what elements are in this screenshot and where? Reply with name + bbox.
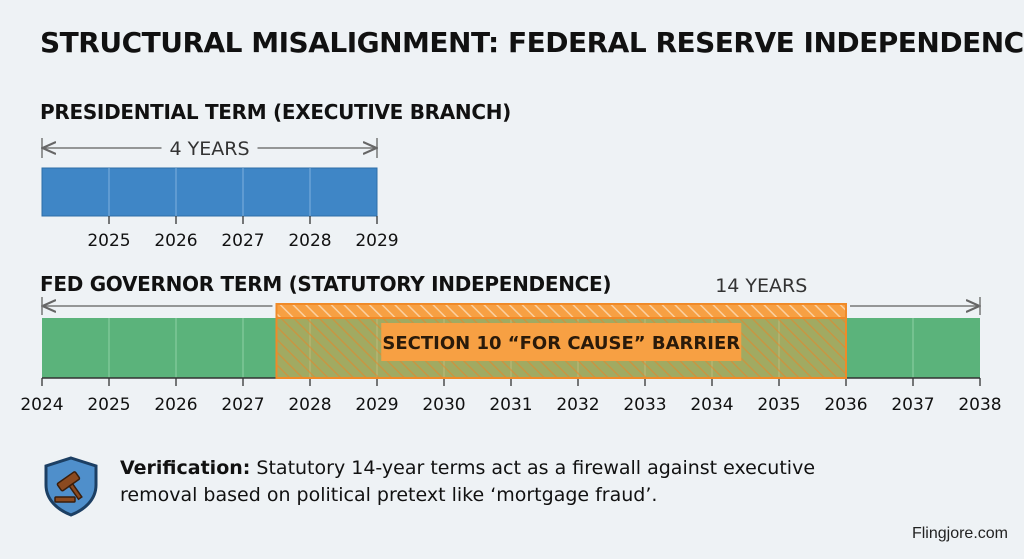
shield-gavel-icon	[40, 455, 102, 521]
presidential-year-label: 2029	[355, 231, 398, 251]
presidential-year-label: 2026	[154, 231, 197, 251]
verification-label: Verification:	[120, 457, 251, 479]
verification-text: Statutory 14-year terms act as a firewal…	[120, 457, 816, 506]
page-title: STRUCTURAL MISALIGNMENT: FEDERAL RESERVE…	[40, 26, 1024, 59]
fed-year-label: 2033	[623, 395, 666, 415]
fed-year-label: 2035	[757, 395, 800, 415]
fed-year-label: 2038	[958, 395, 1001, 415]
fed-year-label: 2030	[422, 395, 465, 415]
presidential-year-label: 2025	[87, 231, 130, 251]
presidential-span-label: 4 YEARS	[170, 138, 250, 160]
site-credit: Flingjore.com	[911, 525, 1008, 542]
fed-year-label: 2034	[690, 395, 733, 415]
barrier-label: SECTION 10 “FOR CAUSE” BARRIER	[382, 333, 740, 354]
fed-year-label: 2029	[355, 395, 398, 415]
presidential-year-label: 2027	[221, 231, 264, 251]
fed-year-label: 2028	[288, 395, 331, 415]
presidential-heading: PRESIDENTIAL TERM (EXECUTIVE BRANCH)	[40, 100, 512, 124]
barrier-label-box	[381, 323, 742, 361]
fed-year-label: 2024	[20, 395, 63, 415]
fed-year-label: 2037	[891, 395, 934, 415]
presidential-term-bar	[41, 167, 378, 217]
fed-year-label: 2036	[824, 395, 867, 415]
fed-year-label: 2025	[87, 395, 130, 415]
timeline-diagram: 2025 2026 2027 2028 2029 4 YEARS 2024 2025 2026…	[20, 138, 1002, 415]
fed-heading: FED GOVERNOR TERM (STATUTORY INDEPENDENC…	[40, 272, 612, 296]
verification-note: Verification: Statutory 14-year terms ac…	[120, 455, 880, 509]
barrier-top-band	[275, 303, 847, 319]
fed-year-label: 2026	[154, 395, 197, 415]
fed-year-label: 2032	[556, 395, 599, 415]
fed-span-label: 14 YEARS	[715, 275, 807, 297]
fed-year-label: 2027	[221, 395, 264, 415]
presidential-year-label: 2028	[288, 231, 331, 251]
fed-year-label: 2031	[489, 395, 532, 415]
